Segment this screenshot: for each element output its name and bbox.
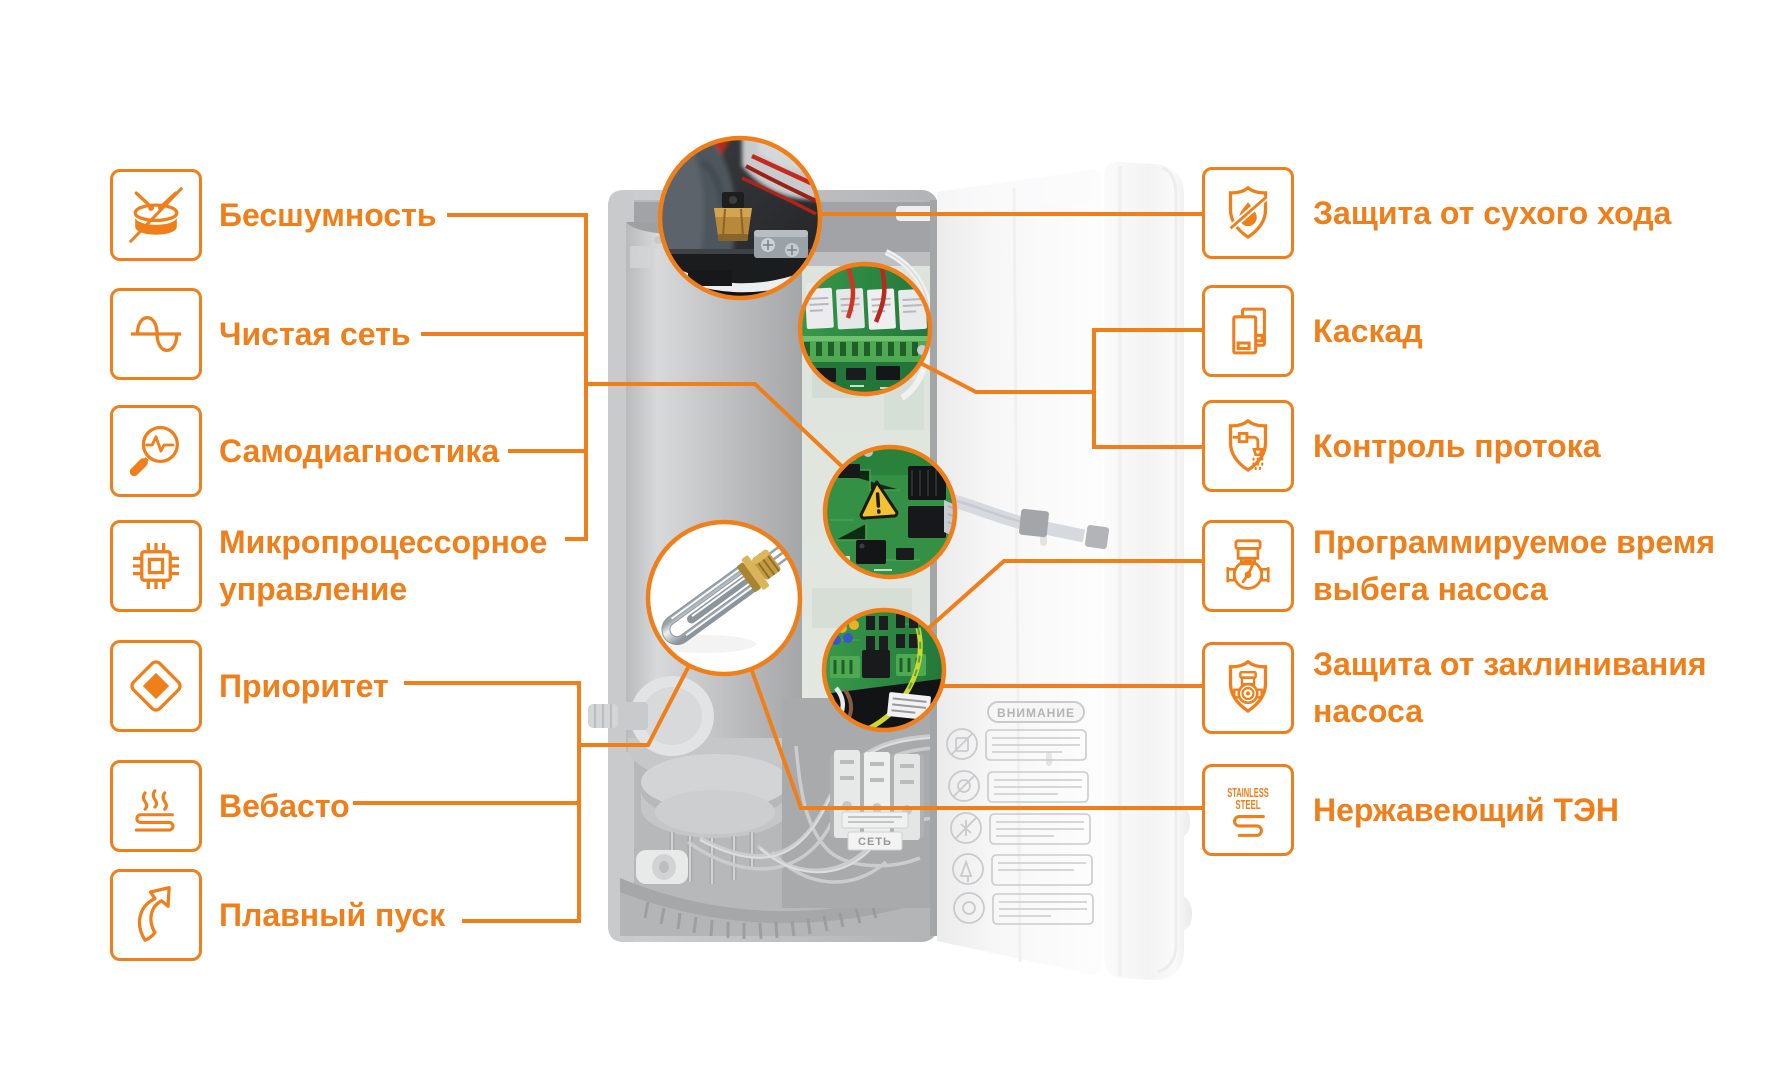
feature-row-silence: Бесшумность: [110, 169, 436, 261]
feature-label: Защита от сухого хода: [1313, 190, 1671, 237]
feature-label-line: Вебасто: [219, 787, 350, 824]
warning-sticker-text: ВНИМАНИЕ: [997, 706, 1075, 720]
callout-power-board: [821, 607, 947, 733]
feature-row-stainless-heater: STAINLESS STEEL Нержавеющий ТЭН: [1202, 764, 1619, 856]
feature-row-self-diagnostics: Самодиагностика: [110, 405, 499, 497]
sine-wave-icon: [110, 288, 202, 380]
feature-label: Приоритет: [219, 663, 389, 710]
feature-row-dry-run-protection: Защита от сухого хода: [1202, 167, 1671, 259]
microprocessor-chip-icon: [110, 520, 202, 612]
feature-label: Плавный пуск: [219, 892, 445, 939]
feature-label-line: выбега насоса: [1313, 571, 1548, 607]
feature-label-line: Плавный пуск: [219, 896, 446, 933]
feature-row-clean-power: Чистая сеть: [110, 288, 411, 380]
webasto-heating-icon: [110, 760, 202, 852]
stainless-text-line1: STAINLESS: [1227, 786, 1269, 800]
callout-relay-board: [797, 261, 933, 397]
feature-label-line: Каскад: [1313, 312, 1423, 349]
leader-right-bracket: [1092, 328, 1202, 449]
feature-row-pump-jam-protection: Защита от заклинивания насоса: [1202, 641, 1707, 735]
feature-row-priority: Приоритет: [110, 640, 389, 732]
warning-stickers: ВНИМАНИЕ: [946, 701, 1094, 925]
stainless-text-line2: STEEL: [1235, 798, 1260, 812]
boiler-door: ВНИМАНИЕ: [937, 162, 1192, 980]
self-diagnostics-magnifier-icon: [110, 405, 202, 497]
feature-label: Нержавеющий ТЭН: [1313, 787, 1619, 834]
power-sticker-text: СЕТЬ: [858, 836, 892, 848]
feature-row-cascade: Каскад: [1202, 285, 1423, 377]
feature-label-line: управление: [219, 571, 408, 607]
feature-label-line: Чистая сеть: [219, 315, 411, 352]
feature-row-pump-runout: Программируемое время выбега насоса: [1202, 519, 1715, 613]
feature-label: Программируемое время выбега насоса: [1313, 519, 1715, 613]
cascade-boilers-icon: [1202, 285, 1294, 377]
feature-label-line: Микропроцессорное: [219, 524, 548, 560]
feature-label: Вебасто: [219, 783, 350, 830]
feature-label-line: Программируемое время: [1313, 524, 1716, 560]
feature-label-line: Бесшумность: [219, 196, 437, 233]
feature-label-line: Защита от сухого хода: [1313, 194, 1672, 231]
leader-left-top-bundle: [447, 213, 588, 541]
feature-label: Бесшумность: [219, 192, 436, 239]
soft-start-arrow-icon: [110, 869, 202, 961]
feature-row-microprocessor: Микропроцессорное управление: [110, 519, 547, 613]
dry-run-protection-shield-icon: [1202, 167, 1294, 259]
feature-label-line: Самодиагностика: [219, 432, 500, 469]
feature-label: Контроль протока: [1313, 423, 1601, 470]
feature-label: Чистая сеть: [219, 311, 411, 358]
feature-label-line: насоса: [1313, 693, 1424, 729]
feature-row-soft-start: Плавный пуск: [110, 869, 445, 961]
pump-runout-timer-icon: [1202, 520, 1294, 612]
feature-label-line: Нержавеющий ТЭН: [1313, 791, 1619, 828]
pump-jam-protection-shield-icon: [1202, 642, 1294, 734]
feature-row-webasto: Вебасто: [110, 760, 350, 852]
feature-label: Микропроцессорное управление: [219, 519, 547, 613]
stainless-steel-icon: STAINLESS STEEL: [1202, 764, 1294, 856]
callout-heating-element: [645, 519, 803, 677]
priority-sign-icon: [110, 640, 202, 732]
feature-label-line: Контроль протока: [1313, 427, 1601, 464]
power-sticker: СЕТЬ: [841, 811, 909, 851]
feature-label: Защита от заклинивания насоса: [1313, 641, 1707, 735]
feature-label: Каскад: [1313, 308, 1423, 355]
feature-label-line: Приоритет: [219, 667, 389, 704]
feature-label-line: Защита от заклинивания: [1313, 646, 1707, 682]
no-noise-drum-icon: [110, 169, 202, 261]
feature-label: Самодиагностика: [219, 428, 499, 475]
flow-control-shield-icon: [1202, 400, 1294, 492]
feature-row-flow-control: Контроль протока: [1202, 400, 1601, 492]
